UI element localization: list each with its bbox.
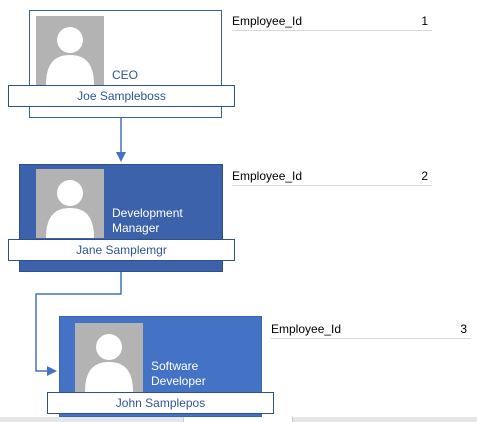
horizontal-scrollbar[interactable] [0, 417, 477, 422]
person-silhouette-icon [75, 323, 143, 392]
person-silhouette-icon [36, 16, 104, 85]
connector-manager-to-developer [35, 272, 122, 376]
node-developer-title: Software Developer [151, 359, 206, 388]
employee-id-label: Employee_Id [232, 169, 303, 183]
node-developer-employee-id-field: Employee_Id 3 [271, 321, 471, 339]
node-manager-title: Development Manager [112, 206, 183, 235]
node-ceo-title: CEO [112, 68, 139, 82]
node-ceo-name[interactable]: Joe Sampleboss [8, 85, 235, 107]
employee-id-value: 2 [421, 169, 428, 183]
node-manager-name[interactable]: Jane Samplemgr [8, 239, 235, 261]
employee-id-value: 3 [460, 322, 467, 336]
person-silhouette-icon [36, 169, 104, 238]
node-manager-employee-id-field: Employee_Id 2 [232, 168, 432, 186]
employee-id-value: 1 [421, 14, 428, 28]
employee-id-label: Employee_Id [232, 14, 303, 28]
scrollbar-thumb[interactable] [183, 417, 293, 422]
node-developer-name[interactable]: John Samplepos [47, 392, 274, 414]
node-ceo-employee-id-field: Employee_Id 1 [232, 13, 432, 31]
employee-id-label: Employee_Id [271, 322, 342, 336]
